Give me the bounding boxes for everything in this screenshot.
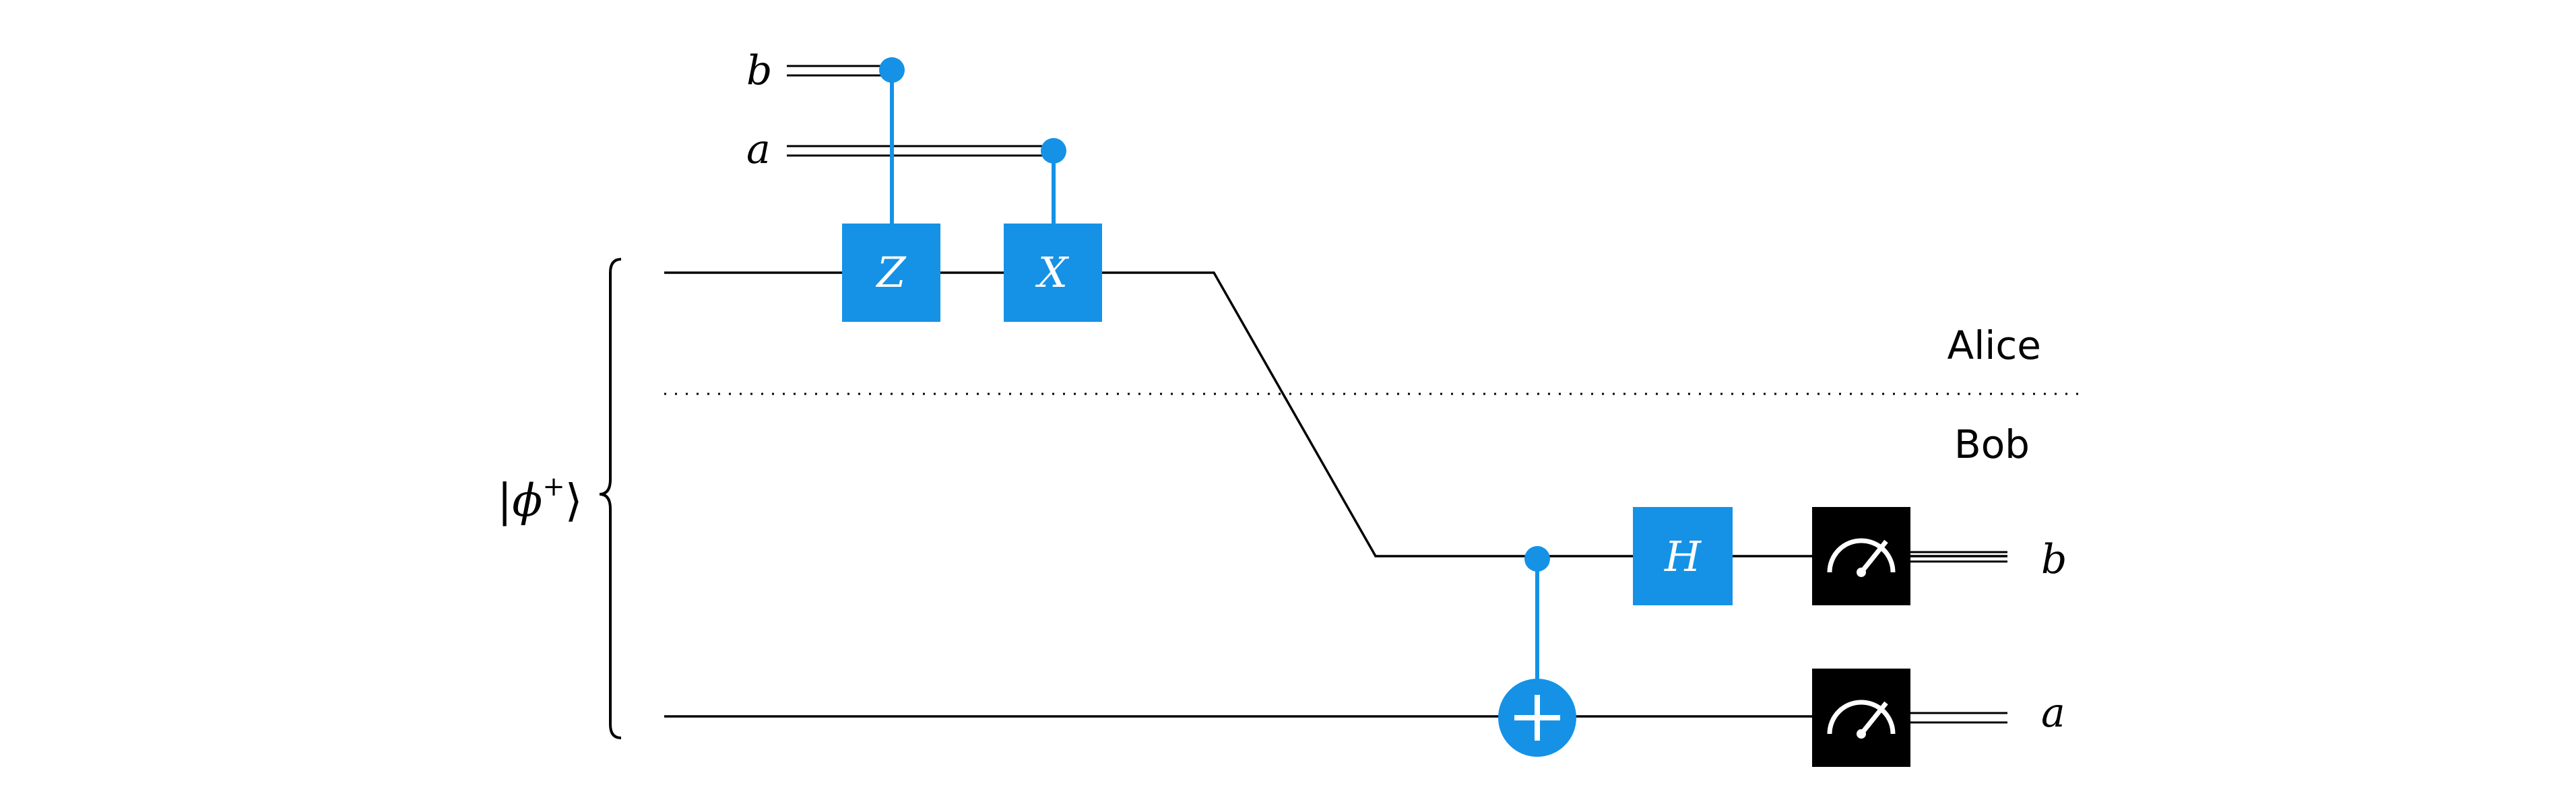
input-label-a: a bbox=[746, 126, 771, 173]
z-gate bbox=[842, 224, 940, 322]
classical-output-wire-a bbox=[1910, 712, 2007, 724]
x-gate bbox=[1004, 224, 1102, 322]
classical-wire-b-input bbox=[787, 65, 892, 77]
measurement-meter-icon bbox=[1812, 669, 1910, 767]
cnot-control-dot bbox=[1524, 546, 1550, 572]
bell-state-brace bbox=[599, 258, 622, 739]
h-gate bbox=[1633, 507, 1733, 605]
z-control-dot bbox=[879, 57, 905, 83]
x-gate-label: X bbox=[1035, 248, 1070, 297]
h-gate-label: H bbox=[1664, 532, 1702, 581]
cnot-target-plus-icon bbox=[1498, 679, 1576, 757]
classical-wire-a-input bbox=[787, 145, 1054, 157]
x-control-dot bbox=[1041, 138, 1066, 164]
bell-state-label: |ϕ+⟩ bbox=[497, 471, 583, 527]
output-label-b: b bbox=[2041, 536, 2067, 583]
classical-output-wire-b bbox=[1910, 551, 2007, 563]
alice-label: Alice bbox=[1947, 323, 2041, 368]
z-gate-label: Z bbox=[875, 248, 906, 297]
input-label-b: b bbox=[746, 47, 772, 94]
measurement-meter-icon bbox=[1812, 507, 1910, 605]
output-label-a: a bbox=[2041, 689, 2065, 737]
bob-label: Bob bbox=[1954, 421, 2030, 467]
